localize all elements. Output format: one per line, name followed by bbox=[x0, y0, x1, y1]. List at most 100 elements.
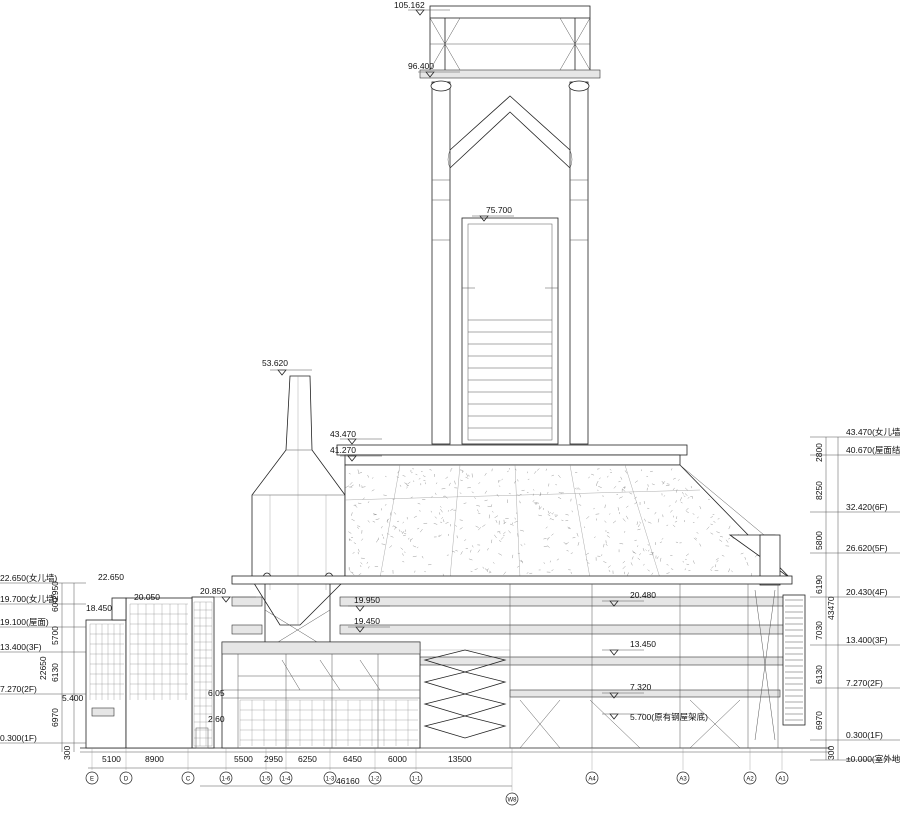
right-dim-4: 6190 bbox=[814, 575, 824, 594]
steel-tower bbox=[420, 6, 600, 444]
right-dim-2: 8250 bbox=[814, 481, 824, 500]
level-roof-parapet: 43.470 bbox=[330, 429, 356, 439]
floor-band-3f-upper bbox=[340, 625, 785, 634]
bottom-dim-7: 6000 bbox=[388, 754, 407, 764]
left-level-6: 0.300(1F) bbox=[0, 733, 37, 743]
right-pipe bbox=[570, 82, 588, 444]
left-mid-d: 5.400 bbox=[62, 693, 84, 703]
bottom-dim-6: 6450 bbox=[343, 754, 362, 764]
chimney bbox=[252, 376, 345, 660]
bottom-dimensions: 5100 8900 5500 2950 6250 6450 6000 13500… bbox=[86, 748, 788, 805]
axis-bubble: 1-5 bbox=[260, 772, 272, 784]
axis-label: C bbox=[186, 777, 191, 783]
floor-band-4f bbox=[340, 597, 785, 606]
level-band-b: 19.450 bbox=[354, 616, 380, 626]
left-level-1: 22.650(女儿墙) bbox=[0, 573, 57, 583]
right-level-column: 43.470(女儿墙) 40.670(屋面结构) 32.420(6F) 26.6… bbox=[810, 427, 900, 764]
left-dim-3: 5700 bbox=[50, 626, 60, 645]
level-band-a: 19.950 bbox=[354, 595, 380, 605]
axis-label: 1-5 bbox=[262, 777, 271, 783]
bottom-dim-3: 5500 bbox=[234, 754, 253, 764]
left-level-5: 7.270(2F) bbox=[0, 684, 37, 694]
level-band-e: 7.320 bbox=[630, 682, 652, 692]
axis-bubble: A2 bbox=[744, 772, 756, 784]
axis-bubble: 1-3 bbox=[324, 772, 336, 784]
right-dim-total: 43470 bbox=[826, 596, 836, 620]
level-tower-top: 105.162 bbox=[394, 0, 425, 10]
level-lower-b: 2.60 bbox=[208, 714, 225, 724]
left-level-4: 13.400(3F) bbox=[0, 642, 42, 652]
bottom-dim-5: 6250 bbox=[298, 754, 317, 764]
left-pipe bbox=[432, 82, 450, 444]
left-mid-a: 22.650 bbox=[98, 572, 124, 582]
axis-label: 1-6 bbox=[222, 777, 231, 783]
axis-bubble: W8 bbox=[506, 793, 518, 805]
bottom-dim-total: 46160 bbox=[336, 776, 360, 786]
right-level-8: 0.300(1F) bbox=[846, 730, 883, 740]
axis-label: 1-1 bbox=[412, 777, 421, 783]
level-band-f: 5.700(原有钢屋架底) bbox=[630, 712, 708, 722]
bottom-dim-4: 2950 bbox=[264, 754, 283, 764]
level-chimney-top: 53.620 bbox=[262, 358, 288, 368]
right-level-3: 32.420(6F) bbox=[846, 502, 888, 512]
tower-upper-deck bbox=[420, 70, 600, 78]
axis-label: 1-3 bbox=[326, 777, 335, 783]
right-dim-7: 6970 bbox=[814, 711, 824, 730]
level-tower-upper: 96.400 bbox=[408, 61, 434, 71]
axis-bubble: 1-2 bbox=[369, 772, 381, 784]
axis-bubble: A1 bbox=[776, 772, 788, 784]
axis-label: A1 bbox=[778, 777, 786, 783]
tower-central-frame bbox=[462, 218, 558, 444]
axis-label: A3 bbox=[679, 777, 687, 783]
right-level-7: 7.270(2F) bbox=[846, 678, 883, 688]
axis-bubble: A4 bbox=[586, 772, 598, 784]
left-dim-1: 2950 bbox=[50, 581, 60, 600]
tower-top-deck bbox=[430, 6, 590, 18]
bottom-dim-2: 8900 bbox=[145, 754, 164, 764]
floor-band-3f bbox=[420, 657, 785, 665]
axis-bubble: 1-6 bbox=[220, 772, 232, 784]
axis-bubble: E bbox=[86, 772, 98, 784]
axis-bubble: 1-1 bbox=[410, 772, 422, 784]
axis-label: 1-2 bbox=[371, 777, 380, 783]
left-level-3: 19.100(屋面) bbox=[0, 617, 49, 627]
level-band-d: 13.450 bbox=[630, 639, 656, 649]
right-dim-3: 5800 bbox=[814, 531, 824, 550]
left-mid-b: 18.450 bbox=[86, 603, 112, 613]
right-level-2: 40.670(屋面结构) bbox=[846, 445, 900, 455]
right-dim-8: 300 bbox=[826, 746, 836, 760]
middle-hall bbox=[192, 597, 420, 748]
axis-label: E bbox=[90, 777, 94, 783]
axis-bubble: 1-4 bbox=[280, 772, 292, 784]
axis-label: A2 bbox=[746, 777, 754, 783]
level-band-c: 20.480 bbox=[630, 590, 656, 600]
axis-bubble: C bbox=[182, 772, 194, 784]
roof-eave bbox=[232, 576, 792, 584]
right-dim-5: 7030 bbox=[814, 621, 824, 640]
level-hall-top: 20.850 bbox=[200, 586, 226, 596]
right-level-5: 20.430(4F) bbox=[846, 587, 888, 597]
roof-slope bbox=[345, 465, 790, 578]
right-level-6: 13.400(3F) bbox=[846, 635, 888, 645]
right-level-9: ±0.000(室外地坪) bbox=[846, 754, 900, 764]
bottom-dim-8: 13500 bbox=[448, 754, 472, 764]
right-level-1: 43.470(女儿墙) bbox=[846, 427, 900, 437]
axis-bubble: D bbox=[120, 772, 132, 784]
bottom-dim-1: 5100 bbox=[102, 754, 121, 764]
right-dim-1: 2800 bbox=[814, 443, 824, 462]
chimney-body bbox=[252, 376, 345, 625]
axis-bubble: A3 bbox=[677, 772, 689, 784]
axis-label: A4 bbox=[588, 777, 596, 783]
left-level-2: 19.700(女儿墙) bbox=[0, 594, 57, 604]
left-mid-c: 20.050 bbox=[134, 592, 160, 602]
right-dim-6: 6130 bbox=[814, 665, 824, 684]
roof-parapet bbox=[337, 445, 687, 455]
left-building bbox=[86, 598, 208, 748]
right-level-4: 26.620(5F) bbox=[846, 543, 888, 553]
left-dim-6: 300 bbox=[62, 746, 72, 760]
level-lower-a: 6.05 bbox=[208, 688, 225, 698]
left-dim-4: 6130 bbox=[50, 663, 60, 682]
axis-label: D bbox=[124, 777, 129, 783]
